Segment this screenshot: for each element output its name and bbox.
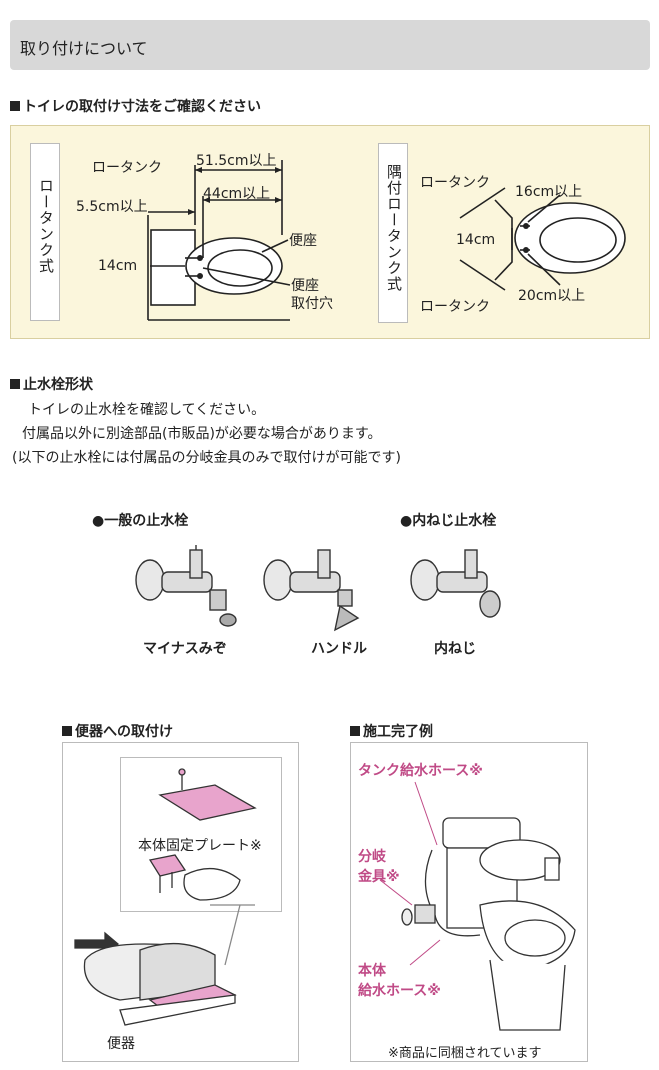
valve-line-3: (以下の止水栓には付属品の分岐金具のみで取付けが可能です) <box>12 450 401 466</box>
corner-tank-type-label: 隅付ロータンク式 <box>385 164 403 292</box>
dim-16cm: 16cm以上 <box>515 184 583 200</box>
body-hose-label: 本体 給水ホース※ <box>358 963 441 999</box>
seat-label: 便座 <box>289 233 317 249</box>
corner-tank-type-box: 隅付ロータンク式 <box>378 143 408 323</box>
general-valve-title: ●一般の止水栓 <box>92 513 189 529</box>
corner-tank-bottom-label: ロータンク <box>420 299 490 315</box>
plate-label: 本体固定プレート※ <box>138 838 262 854</box>
branch-fitting-label: 分岐 金具※ <box>358 849 400 885</box>
valve-line-1: トイレの止水栓を確認してください。 <box>28 402 266 418</box>
dim-20cm: 20cm以上 <box>518 288 586 304</box>
corner-tank-top-label: ロータンク <box>420 175 490 191</box>
caption-handle: ハンドル <box>311 641 367 657</box>
low-tank-type-label: ロータンク式 <box>37 178 55 274</box>
bowl-label: 便器 <box>107 1036 135 1052</box>
low-tank-tank-label: ロータンク <box>92 160 162 176</box>
dimensions-title: トイレの取付け寸法をご確認ください <box>10 96 261 116</box>
caption-inner-thread: 内ねじ <box>434 641 476 657</box>
dim-5-5cm: 5.5cm以上 <box>76 199 148 215</box>
valve-title: 止水栓形状 <box>10 374 93 394</box>
section-header-bar <box>10 20 650 70</box>
seat-hole-label: 便座 取付穴 <box>291 278 333 312</box>
tank-hose-label: タンク給水ホース※ <box>358 763 483 779</box>
low-tank-type-box: ロータンク式 <box>30 143 60 321</box>
section-header-title: 取り付けについて <box>20 39 148 58</box>
complete-title: 施工完了例 <box>350 721 433 741</box>
included-note: ※商品に同梱されています <box>388 1046 542 1061</box>
dim-51-5cm: 51.5cm以上 <box>196 153 277 169</box>
dim-14cm-corner: 14cm <box>456 232 496 248</box>
inner-valve-title: ●内ねじ止水栓 <box>400 513 497 529</box>
mount-title: 便器への取付け <box>62 721 173 741</box>
dim-44cm: 44cm以上 <box>203 186 271 202</box>
caption-minus-groove: マイナスみぞ <box>143 641 227 657</box>
valve-line-2: 付属品以外に別途部品(市販品)が必要な場合があります。 <box>22 426 382 442</box>
dim-14cm-low: 14cm <box>98 258 138 274</box>
